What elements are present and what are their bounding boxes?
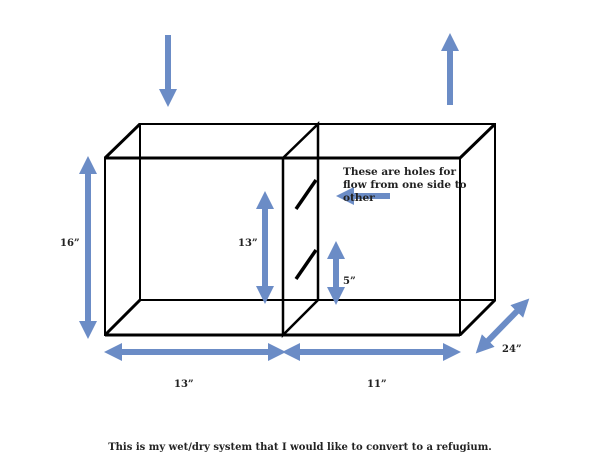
depth-edges (103, 122, 497, 337)
divider-height-label: 13” (238, 238, 258, 249)
divider-panel (281, 121, 320, 339)
lower-hole (294, 249, 318, 280)
height-total-label: 16” (60, 238, 80, 249)
arrows (79, 33, 530, 361)
flow-holes (294, 179, 318, 280)
caption: This is my wet/dry system that I would l… (108, 442, 492, 453)
width-right-label: 11” (367, 379, 387, 390)
tank-frame (103, 121, 497, 339)
upper-hole (294, 179, 318, 210)
flow-holes-note: These are holes for flow from one side t… (343, 166, 467, 204)
hole-height-label: 5” (343, 276, 356, 287)
depth-arrow (475, 298, 530, 354)
depth-label: 24” (502, 344, 522, 355)
width-left-label: 13” (174, 379, 194, 390)
